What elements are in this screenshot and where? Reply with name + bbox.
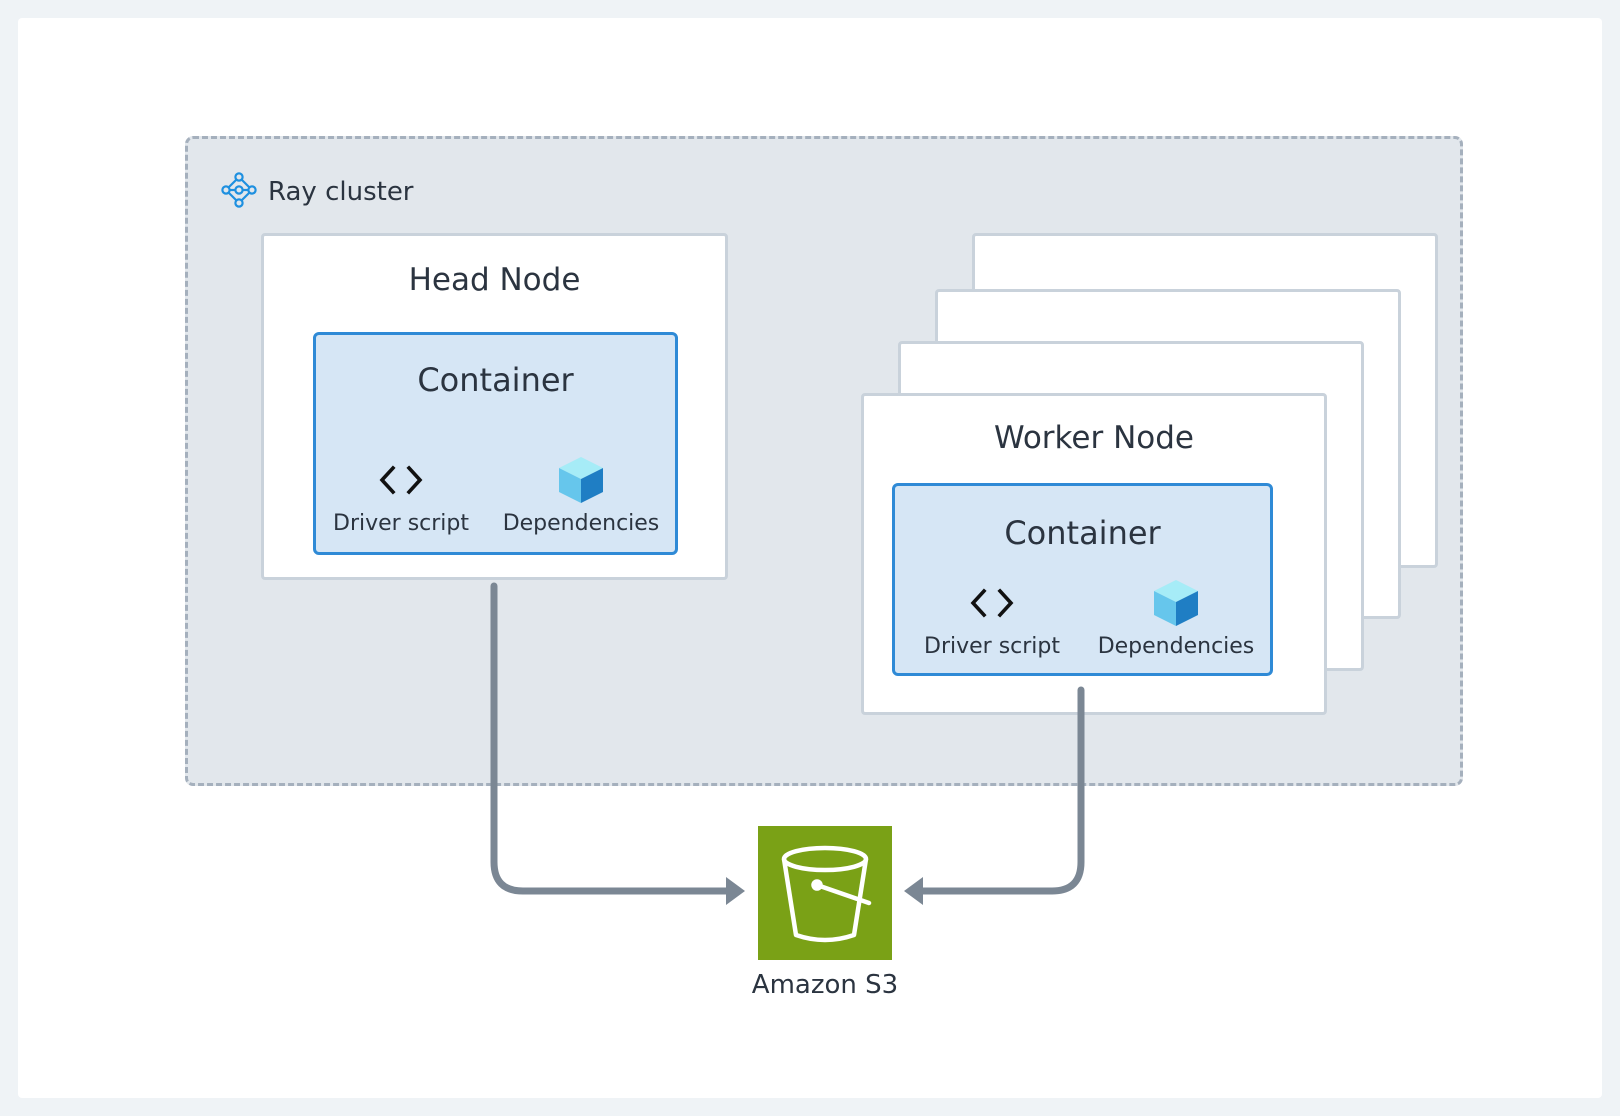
- head-dependencies: Dependencies: [496, 453, 666, 536]
- cube-icon: [557, 453, 605, 507]
- worker-dependencies-label: Dependencies: [1097, 634, 1255, 659]
- head-node-title: Head Node: [408, 262, 581, 298]
- head-to-s3-arrow: [490, 582, 734, 895]
- code-icon: [968, 576, 1016, 630]
- ray-cluster-header: Ray cluster: [220, 172, 414, 212]
- worker-arrowhead: [904, 877, 923, 905]
- worker-driver-script: Driver script: [907, 576, 1077, 659]
- cube-icon: [1152, 576, 1200, 630]
- head-arrowhead: [726, 877, 745, 905]
- worker-driver-script-label: Driver script: [924, 634, 1060, 659]
- s3-label: Amazon S3: [751, 970, 899, 1000]
- s3-bucket-icon: [758, 826, 892, 960]
- worker-dependencies: Dependencies: [1091, 576, 1261, 659]
- code-icon: [377, 453, 425, 507]
- ray-cluster-label: Ray cluster: [268, 177, 414, 207]
- head-node-container: Container Driver script Dependencies: [313, 332, 678, 555]
- worker-node-container: Container Driver script Dependencies: [892, 483, 1273, 676]
- head-node: Head Node Container Driver script Depend…: [261, 233, 728, 580]
- ray-cluster-icon: [220, 171, 258, 213]
- worker-node: Worker Node Container Driver script Depe…: [861, 393, 1327, 715]
- worker-to-s3-arrow: [916, 686, 1085, 895]
- worker-node-title: Worker Node: [994, 420, 1194, 456]
- worker-container-title: Container: [1004, 514, 1161, 552]
- head-container-title: Container: [417, 361, 574, 399]
- head-driver-script-label: Driver script: [333, 511, 469, 536]
- head-driver-script: Driver script: [316, 453, 486, 536]
- head-dependencies-label: Dependencies: [502, 511, 660, 536]
